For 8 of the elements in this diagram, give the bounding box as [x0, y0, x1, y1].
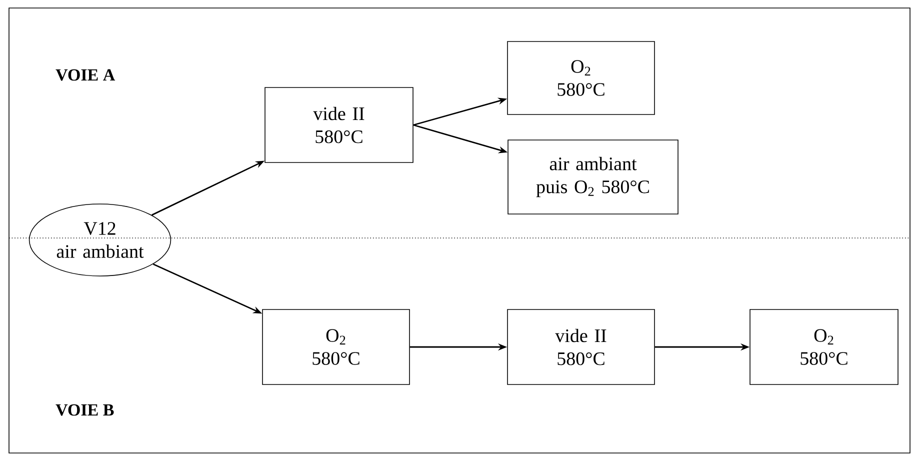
route-label: VOIE B — [56, 404, 114, 416]
process-box: air ambiant puis O$_{2}$ 580°C — [508, 140, 678, 214]
process-box: O$_{2}$ 580°C — [262, 309, 410, 385]
process-box: O$_{2}$ 580°C — [750, 309, 898, 385]
process-box: O$_{2}$ 580°C — [507, 41, 655, 115]
process-box: vide II 580°C — [264, 87, 414, 163]
route-label: VOIE A — [56, 69, 116, 81]
process-box: vide II 580°C — [507, 309, 655, 385]
